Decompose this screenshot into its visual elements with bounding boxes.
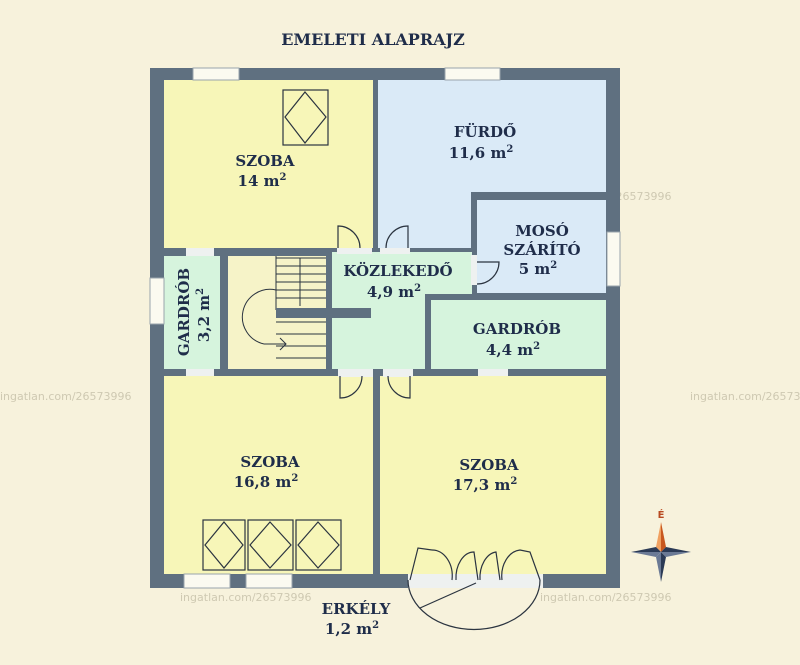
- room-furdo-lower: [378, 192, 471, 248]
- windows: [149, 67, 621, 589]
- room-area: 11,6 m2: [449, 144, 514, 162]
- room-name: SZÁRÍTÓ: [503, 241, 580, 259]
- door-gap: [337, 248, 372, 254]
- watermark-text: ingatlan.com/26573996: [690, 390, 800, 403]
- door-swing: [385, 225, 409, 249]
- compass-north-label: É: [658, 508, 665, 521]
- compass-icon: É: [631, 508, 691, 582]
- room-name: SZOBA: [459, 456, 519, 474]
- door-gap: [338, 369, 373, 377]
- room-gardrob-right: [431, 300, 606, 369]
- plan-title: EMELETI ALAPRAJZ: [281, 30, 465, 49]
- balcony-opening: [408, 574, 543, 588]
- room-area: 16,8 m2: [234, 473, 299, 491]
- door-swing: [339, 375, 363, 399]
- door-gap: [471, 255, 477, 285]
- staircase: [241, 256, 326, 359]
- watermark-text: ingatlan.com/26573996: [540, 591, 672, 604]
- window: [183, 573, 231, 589]
- window: [444, 67, 501, 81]
- room-name: KÖZLEKEDŐ: [343, 261, 452, 280]
- room-name: ERKÉLY: [322, 600, 391, 618]
- window: [192, 67, 240, 81]
- wardrobe-bottom: [202, 519, 342, 571]
- room-name: SZOBA: [240, 453, 300, 471]
- room-name: FÜRDŐ: [454, 122, 516, 141]
- room-labels: SZOBA 14 m2 FÜRDŐ 11,6 m2 MOSÓ SZÁRÍTÓ 5…: [175, 122, 581, 638]
- room-area: 4,4 m2: [486, 341, 540, 359]
- room-area: 4,9 m2: [367, 283, 421, 301]
- room-szoba-top: [164, 80, 373, 248]
- stair-rail-wall: [276, 308, 371, 318]
- room-szoba-bottom-left: [164, 376, 373, 574]
- room-area: 1,2 m2: [325, 620, 379, 638]
- door-swing: [337, 225, 361, 249]
- door-gap: [186, 248, 214, 256]
- room-area: 5 m2: [519, 260, 558, 278]
- door-gap: [186, 369, 214, 376]
- room-gardrob-left: [164, 256, 220, 369]
- window: [149, 277, 165, 325]
- room-name: MOSÓ: [515, 222, 569, 240]
- room-name: SZOBA: [235, 152, 295, 170]
- room-area: 14 m2: [238, 172, 287, 190]
- watermark-text: ingatlan.com/26573996: [180, 591, 312, 604]
- room-kozlekedo-bottom: [332, 294, 425, 369]
- window: [606, 231, 621, 287]
- room-kozlekedo-top: [332, 252, 472, 294]
- room-name: GARDRÓB: [473, 320, 561, 338]
- door-gap: [478, 369, 508, 376]
- door-gap: [380, 248, 410, 254]
- watermark-text: ingatlan.com/26573996: [0, 390, 132, 403]
- window: [245, 573, 293, 589]
- gardrob-left-label: GARDRÓB 3,2 m2: [175, 268, 213, 356]
- room-furdo: [378, 80, 606, 192]
- balcony-doors: [407, 547, 541, 631]
- door-swing: [387, 375, 411, 399]
- room-area: 17,3 m2: [453, 476, 518, 494]
- room-name: GARDRÓB: [175, 268, 193, 356]
- wardrobe-top: [282, 89, 329, 146]
- door-openings: [186, 248, 508, 377]
- room-moso-szarito: [477, 200, 606, 293]
- room-szoba-bottom-right: [380, 376, 606, 574]
- door-swing: [476, 261, 500, 285]
- door-gap: [383, 369, 413, 377]
- door-swings: [337, 225, 500, 399]
- room-area: 3,2 m2: [195, 288, 213, 342]
